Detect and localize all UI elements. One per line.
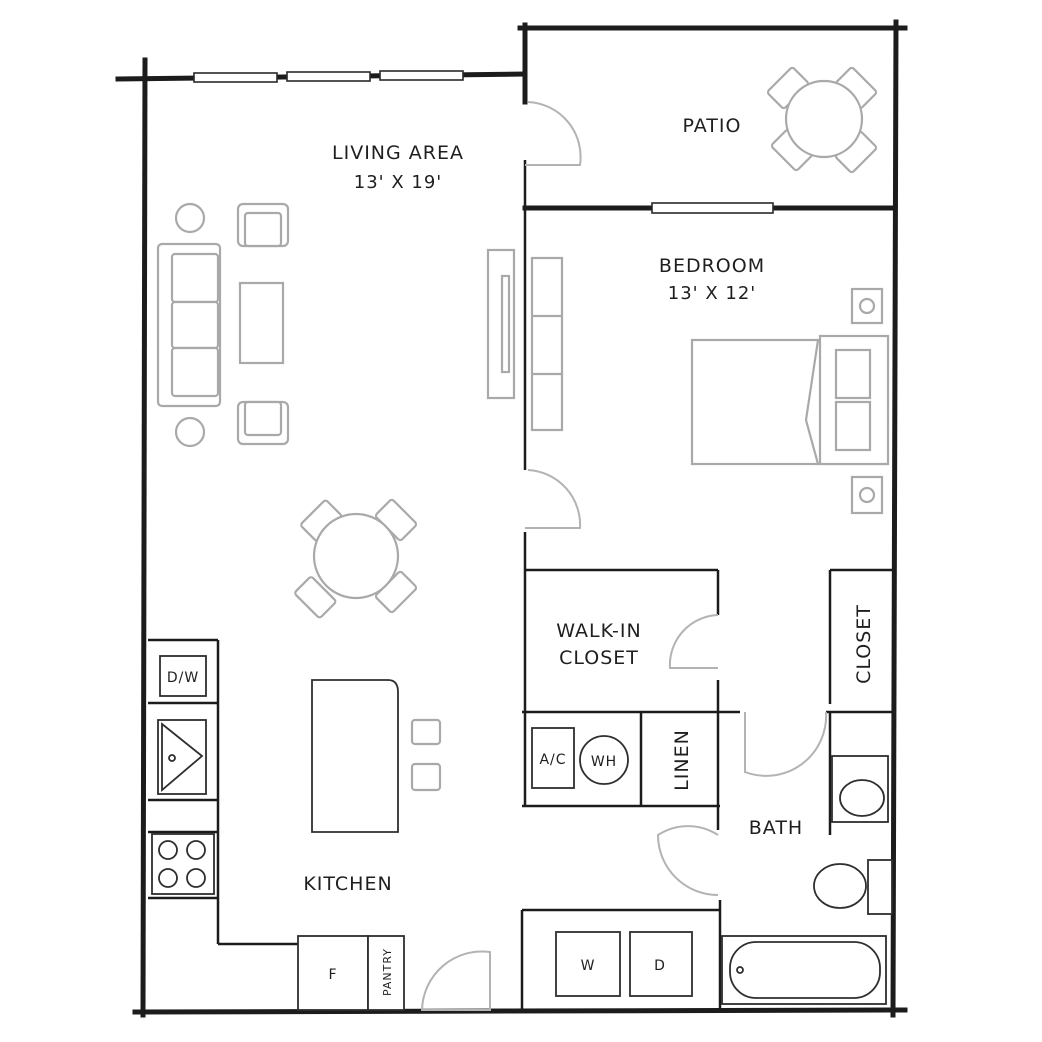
interior-walls bbox=[148, 160, 895, 1010]
living-area-label: LIVING AREA bbox=[332, 142, 464, 164]
dryer-label: D bbox=[654, 958, 666, 974]
dresser bbox=[530, 256, 564, 432]
patio-label: PATIO bbox=[683, 115, 742, 137]
kitchen-sink bbox=[157, 719, 207, 795]
bathroom-sink bbox=[831, 755, 889, 823]
bathtub bbox=[721, 935, 887, 1005]
stool bbox=[410, 762, 442, 792]
water-heater-label: WH bbox=[591, 754, 617, 770]
walkin-closet-label-1: WALK-IN bbox=[556, 620, 641, 642]
toilet bbox=[813, 859, 893, 915]
ac-label: A/C bbox=[539, 752, 566, 768]
pantry bbox=[367, 935, 405, 1011]
kitchen-label: KITCHEN bbox=[303, 873, 392, 895]
walkin-closet-label-2: CLOSET bbox=[559, 647, 639, 669]
entry-door bbox=[420, 950, 491, 1011]
stool bbox=[410, 718, 442, 746]
dryer bbox=[629, 931, 693, 997]
dining-set bbox=[294, 498, 418, 619]
closet-label: CLOSET bbox=[853, 604, 875, 684]
stove bbox=[151, 833, 215, 895]
window bbox=[379, 70, 464, 81]
sofa bbox=[156, 242, 222, 408]
ac-unit bbox=[531, 727, 575, 789]
bed bbox=[690, 334, 890, 466]
nightstand bbox=[850, 287, 884, 325]
window bbox=[286, 71, 371, 82]
fridge-label: F bbox=[328, 967, 337, 983]
bath-label: BATH bbox=[749, 817, 803, 839]
dishwasher bbox=[159, 655, 207, 697]
bedroom-door bbox=[525, 469, 582, 529]
nightstand bbox=[850, 475, 884, 515]
linen-label: LINEN bbox=[671, 729, 693, 791]
pantry-label: PANTRY bbox=[381, 948, 394, 996]
bedroom-window bbox=[651, 202, 774, 214]
patio-door bbox=[525, 101, 582, 166]
doors bbox=[420, 101, 828, 1011]
bath-door-top bbox=[744, 711, 828, 777]
dishwasher-label: D/W bbox=[167, 670, 199, 686]
tv-unit bbox=[486, 248, 516, 400]
refrigerator bbox=[297, 935, 369, 1011]
armchair bbox=[236, 400, 290, 446]
side-table bbox=[174, 416, 206, 448]
kitchen-island bbox=[311, 679, 399, 833]
bedroom-label: BEDROOM bbox=[659, 255, 765, 277]
window bbox=[193, 72, 278, 83]
water-heater bbox=[579, 735, 629, 785]
patio-table bbox=[766, 66, 878, 174]
walkin-door bbox=[668, 614, 719, 669]
bath-door bbox=[656, 825, 719, 896]
washer bbox=[555, 931, 621, 997]
side-table bbox=[174, 202, 206, 234]
exterior-walls bbox=[115, 19, 908, 1018]
living-area-dims: 13' X 19' bbox=[354, 172, 442, 193]
bedroom-dims: 13' X 12' bbox=[668, 283, 756, 304]
washer-label: W bbox=[581, 958, 596, 974]
armchair bbox=[236, 202, 290, 248]
living-windows bbox=[193, 70, 464, 83]
coffee-table bbox=[238, 281, 285, 365]
